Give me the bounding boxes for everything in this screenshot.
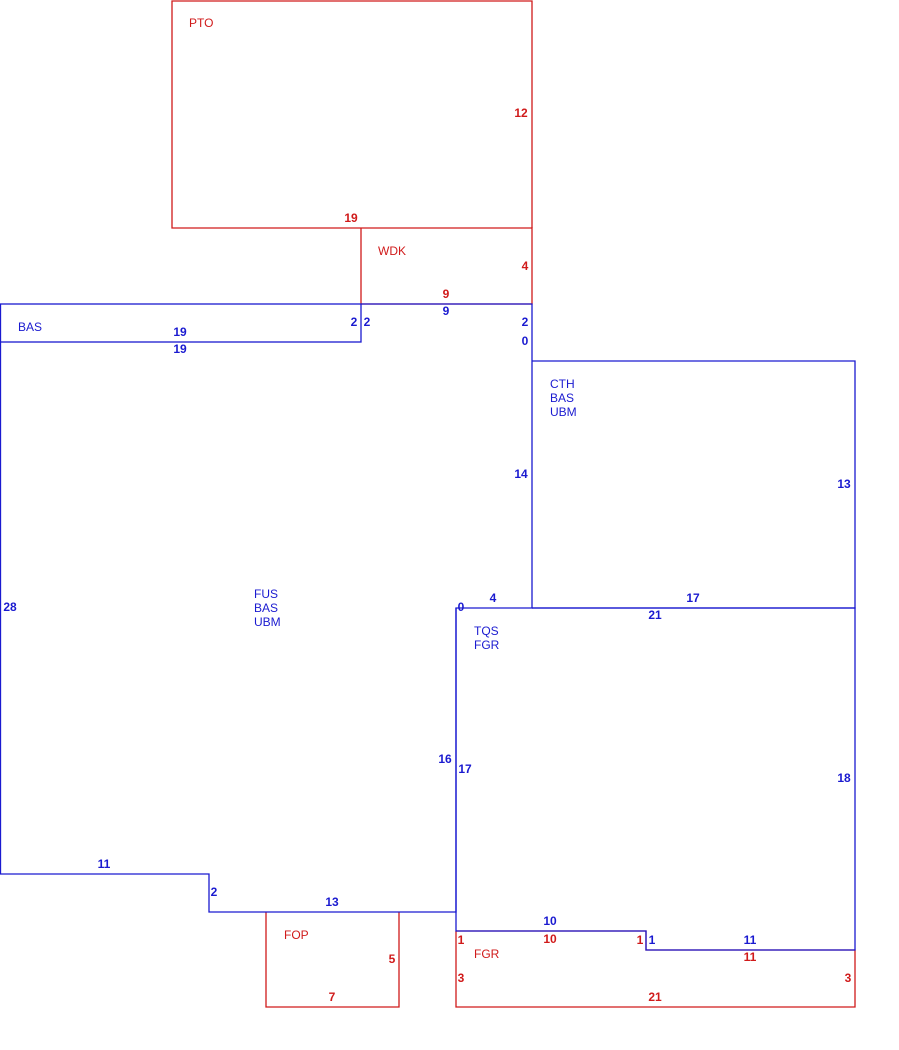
dim-step-left-four: 4: [490, 591, 497, 605]
dim-tqs-top: 21: [648, 608, 662, 622]
dim-notch-right-side: 2: [364, 315, 371, 329]
main-label-3: UBM: [254, 615, 281, 629]
dim-main-bottom-step: 2: [211, 885, 218, 899]
cth-label-2: BAS: [550, 391, 574, 405]
dim-cth-bottom: 17: [686, 591, 700, 605]
dim-main-left: 28: [3, 600, 17, 614]
dim-pto-bottom: 19: [344, 211, 358, 225]
blue-outlines: [0, 303, 856, 951]
fop-outline: [265, 912, 400, 1008]
tqs-label-1: TQS: [474, 624, 499, 638]
dimension-labels: 12 19 4 9 5 7 10 1 1 11 3 3 21 19 2 19 2…: [3, 106, 851, 1004]
dim-tqs-right: 18: [837, 771, 851, 785]
bas-strip-label: BAS: [18, 320, 42, 334]
dim-fgr-top-right: 11: [744, 950, 757, 964]
dim-fgr-left-upper: 1: [458, 933, 465, 947]
dim-tqs-bottom-right: 11: [744, 933, 757, 947]
dim-step-right-lower: 0: [522, 334, 529, 348]
cth-outline: [532, 360, 856, 609]
dim-bas-strip-top: 19: [173, 325, 187, 339]
dim-wdk-bottom: 9: [443, 287, 450, 301]
dim-fop-bottom: 7: [329, 990, 336, 1004]
tqs-outline: [455, 607, 856, 951]
dim-fgr-bottom: 21: [648, 990, 662, 1004]
area-labels: PTO WDK BAS FUS BAS UBM CTH BAS UBM TQS …: [18, 16, 577, 961]
dim-step-right-upper: 2: [522, 315, 529, 329]
dim-tqs-bottom-step: 1: [649, 933, 656, 947]
red-outlines: [171, 0, 856, 1008]
dim-wdk-right: 4: [522, 259, 529, 273]
dim-tqs-bottom-left: 10: [543, 914, 557, 928]
cth-label-1: CTH: [550, 377, 575, 391]
main-label-2: BAS: [254, 601, 278, 615]
pto-outline: [171, 0, 533, 229]
wdk-label: WDK: [378, 244, 406, 258]
bas-strip-outline: [0, 303, 362, 343]
dim-tqs-left: 17: [458, 762, 472, 776]
pto-label: PTO: [189, 16, 213, 30]
dim-step-left-zero: 0: [458, 600, 465, 614]
fgr-label: FGR: [474, 947, 500, 961]
fop-label: FOP: [284, 928, 309, 942]
dim-pto-right: 12: [514, 106, 528, 120]
dim-fgr-step: 1: [637, 933, 644, 947]
dim-fgr-top-left: 10: [543, 932, 557, 946]
dim-main-bottom-left: 11: [98, 857, 111, 871]
dim-fgr-right: 3: [845, 971, 852, 985]
dim-main-bottom-right: 13: [325, 895, 339, 909]
dim-fgr-left: 3: [458, 971, 465, 985]
dim-main-top-left: 19: [173, 342, 187, 356]
dim-main-right-upper: 14: [514, 467, 528, 481]
main-label-1: FUS: [254, 587, 278, 601]
dim-top-segment: 9: [443, 304, 450, 318]
tqs-label-2: FGR: [474, 638, 500, 652]
cth-label-3: UBM: [550, 405, 577, 419]
dim-fop-right: 5: [389, 952, 396, 966]
dim-cth-right: 13: [837, 477, 851, 491]
dim-main-right-lower: 16: [438, 752, 452, 766]
dim-bas-strip-right: 2: [351, 315, 358, 329]
